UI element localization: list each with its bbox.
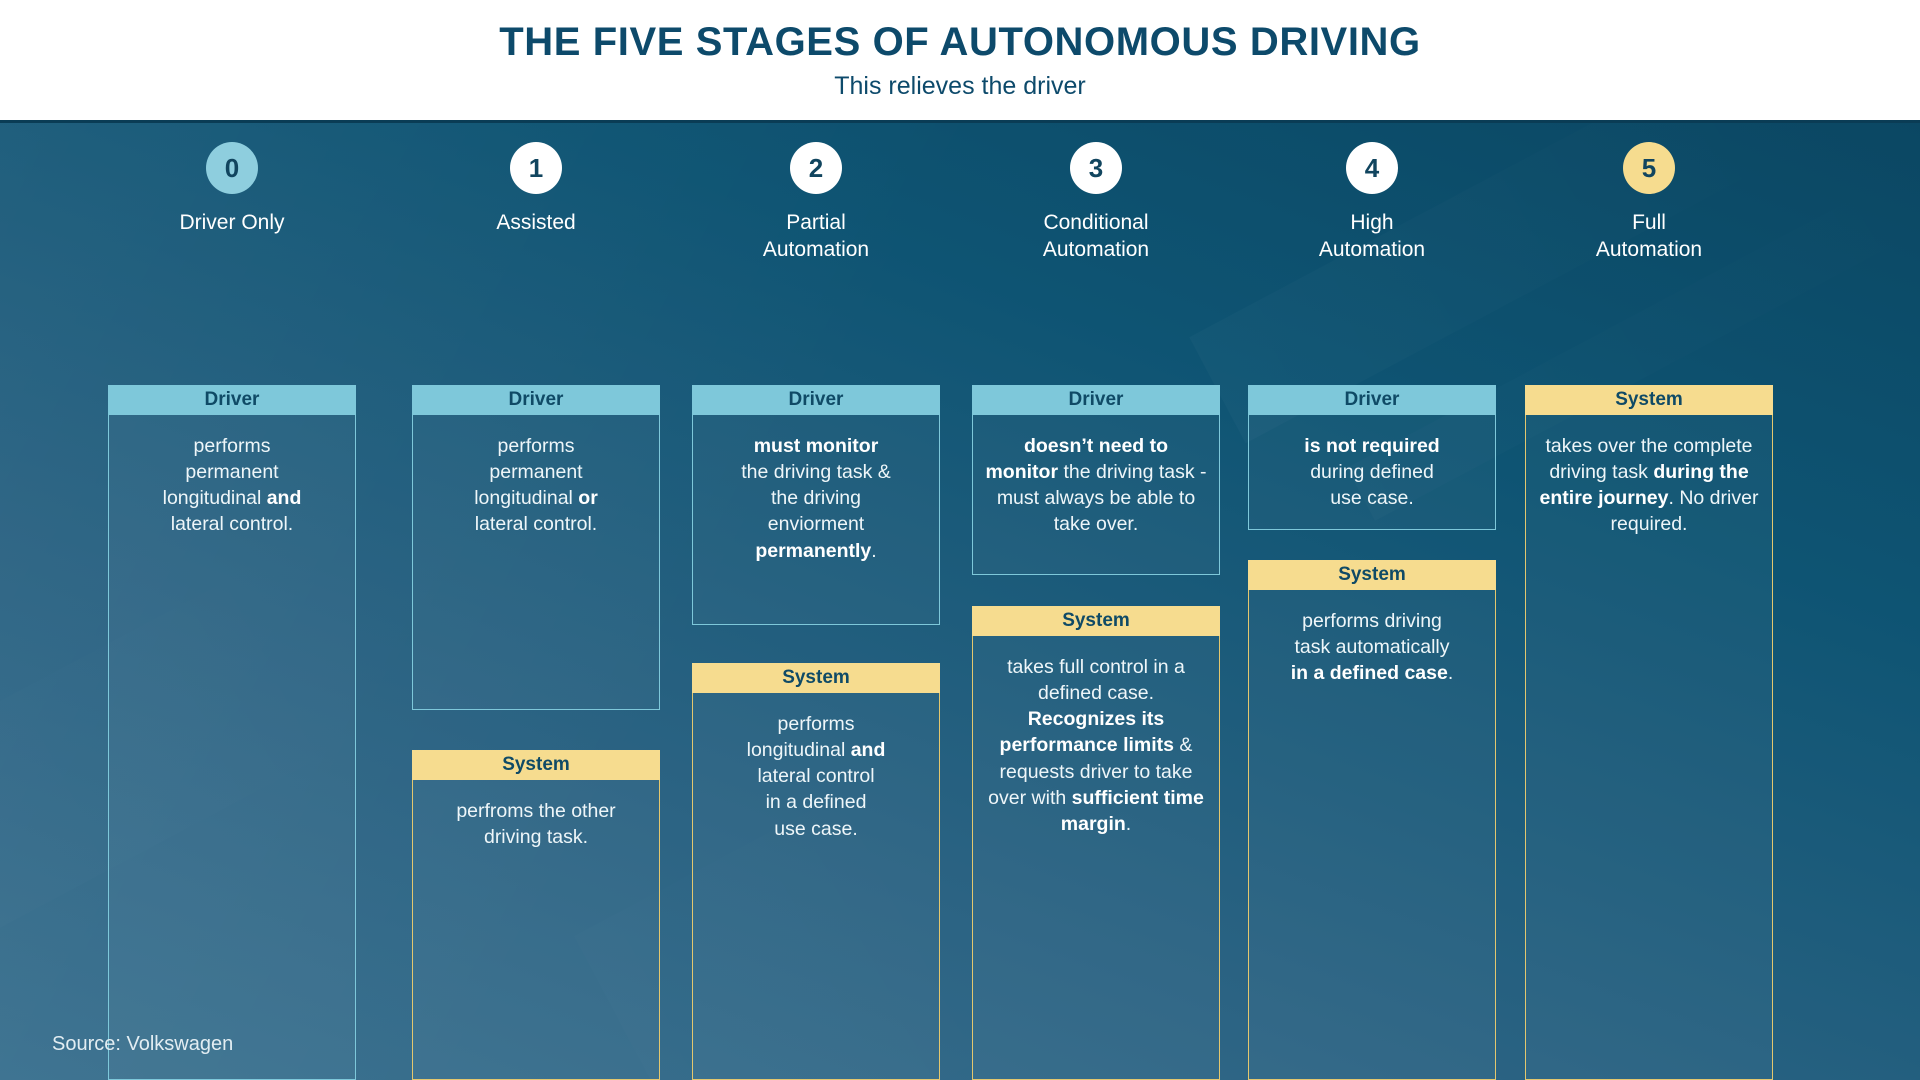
system-card-body: takes full control in a defined case. Re… <box>972 636 1220 1080</box>
stage-name-0: Driver Only <box>179 211 285 234</box>
driver-card-body: doesn’t need to monitor the driving task… <box>972 415 1220 575</box>
stage-badge-2: 2 <box>790 142 842 194</box>
system-card-title: System <box>412 750 660 780</box>
system-card-title: System <box>692 663 940 693</box>
stage-badge-4: 4 <box>1346 142 1398 194</box>
header-divider <box>0 120 1920 123</box>
system-card-title: System <box>1525 385 1773 415</box>
driver-card-title: Driver <box>692 385 940 415</box>
stage-badge-1: 1 <box>510 142 562 194</box>
page-subtitle: This relieves the driver <box>834 71 1086 100</box>
driver-card-title: Driver <box>972 385 1220 415</box>
source-label: Source: Volkswagen <box>52 1033 234 1055</box>
driver-card-title: Driver <box>108 385 356 415</box>
system-card-title: System <box>1248 560 1496 590</box>
stage-name-3: Conditional Automation <box>1042 211 1150 261</box>
stage-badge-0: 0 <box>206 142 258 194</box>
stage-name-4: High Automation <box>1318 211 1426 261</box>
page-header: THE FIVE STAGES OF AUTONOMOUS DRIVING Th… <box>0 0 1920 120</box>
system-card-title: System <box>972 606 1220 636</box>
stage-badge-5: 5 <box>1623 142 1675 194</box>
driver-card-title: Driver <box>412 385 660 415</box>
driver-card-title: Driver <box>1248 385 1496 415</box>
stage-name-5: Full Automation <box>1595 211 1703 261</box>
background-panel <box>0 120 1920 1080</box>
stage-badge-3: 3 <box>1070 142 1122 194</box>
stage-name-2: Partial Automation <box>762 211 870 261</box>
system-card-body: takes over the complete driving task dur… <box>1525 415 1773 1080</box>
stage-name-1: Assisted <box>496 211 576 234</box>
page-title: THE FIVE STAGES OF AUTONOMOUS DRIVING <box>499 19 1421 64</box>
